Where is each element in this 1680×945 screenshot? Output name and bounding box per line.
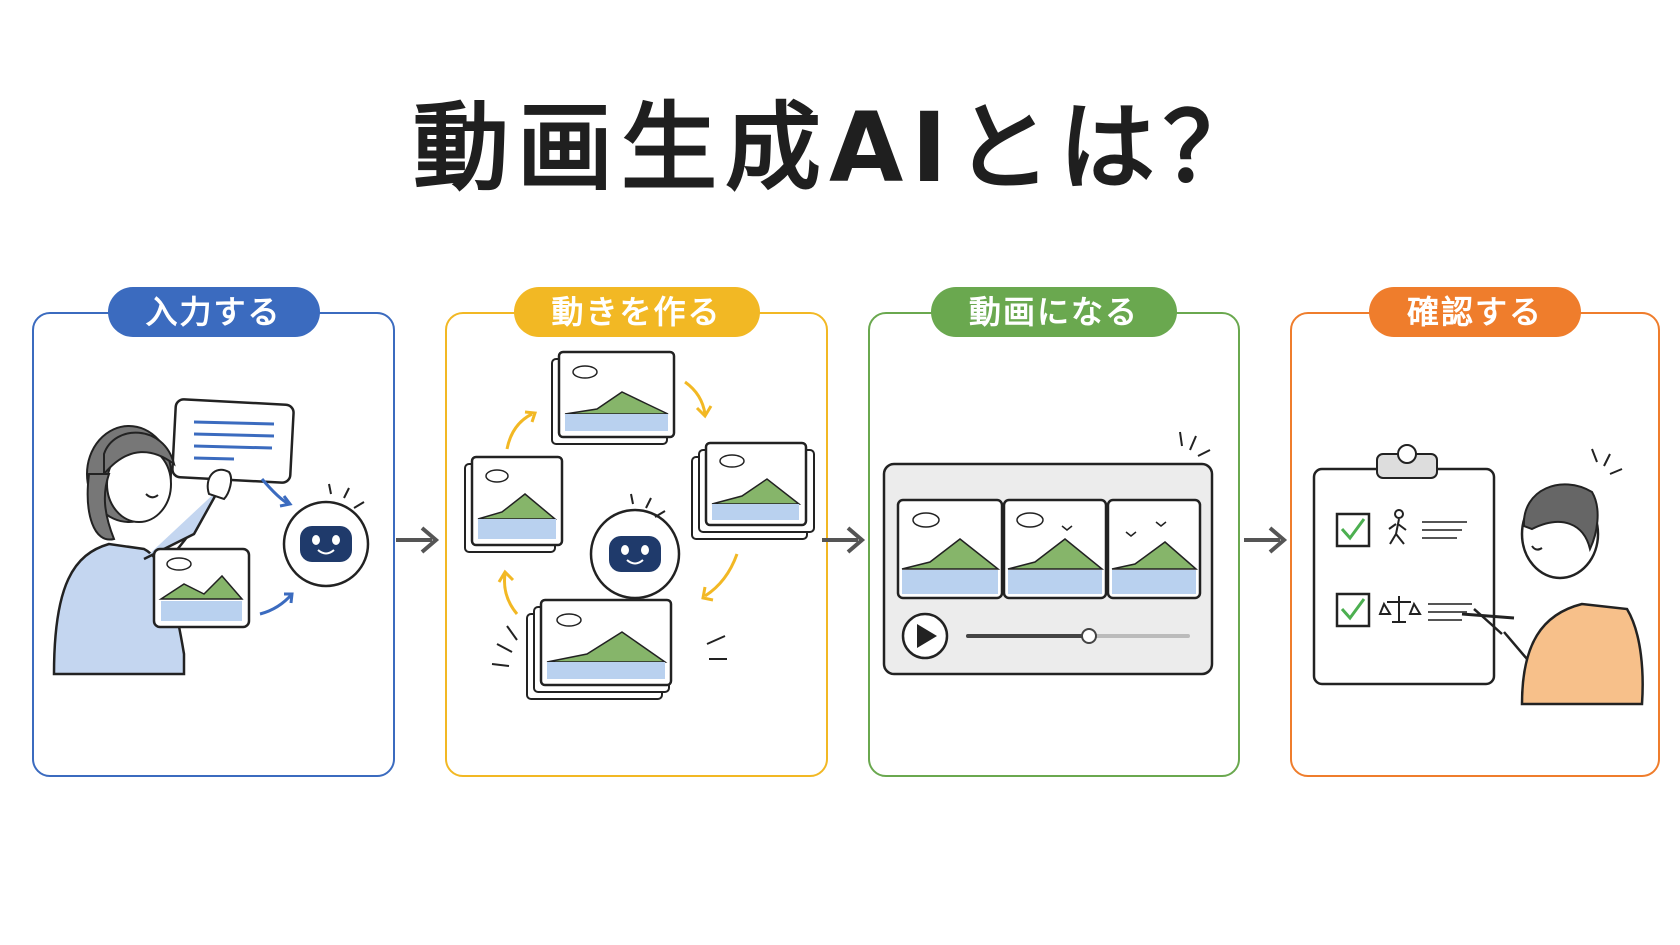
stage-motion: 動きを作る (445, 287, 828, 777)
stage-motion-label: 動きを作る (513, 287, 760, 337)
clipboard-icon (1312, 444, 1496, 686)
ai-robot-icon (282, 483, 370, 588)
stage-video: 動画になる (868, 287, 1240, 777)
video-player-icon (882, 462, 1214, 676)
person-illustration (1461, 448, 1644, 706)
image-card-icon (152, 547, 251, 629)
flow-arrow-icon (396, 526, 440, 554)
walking-person-icon (1388, 509, 1407, 545)
text-prompt-card-icon (171, 398, 295, 484)
flow-arrow-icon (1244, 526, 1288, 554)
balance-scale-icon (1378, 596, 1422, 623)
frame-stack-icon (464, 350, 815, 700)
stage-check-label: 確認する (1368, 287, 1582, 337)
stage-input: 入力する (32, 287, 395, 777)
stage-video-label: 動画になる (930, 287, 1178, 337)
stage-check: 確認する (1290, 287, 1660, 777)
arrow-to-ai-icon (260, 478, 290, 506)
pen-icon (1461, 612, 1515, 620)
stage-input-label: 入力する (107, 287, 320, 337)
video-progress-knob (1081, 628, 1097, 644)
page-title: 動画生成AIとは？ (412, 92, 1267, 204)
ai-robot-icon (589, 493, 681, 600)
cycle-arrows-icon (497, 380, 739, 615)
flow-arrow-icon (822, 526, 866, 554)
person-illustration (52, 425, 233, 676)
